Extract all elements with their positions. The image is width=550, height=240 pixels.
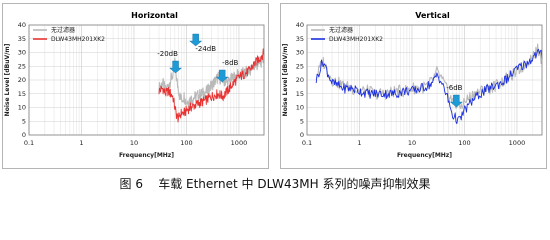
y-tick-label: 40 [18,21,26,29]
x-tick-label: 0.1 [302,139,312,147]
y-axis-label: Noise Level [dBuV/m] [4,43,11,116]
y-tick-label: 30 [18,49,26,57]
attenuation-annotation: -20dB [157,50,178,58]
y-axis-label: Noise Level [dBuV/m] [282,43,289,116]
x-tick-label: 0.1 [24,139,34,147]
x-tick-label: 1000 [231,139,248,147]
y-tick-label: 35 [296,35,304,43]
x-axis-label: Frequency[MHz] [397,152,452,159]
x-tick-label: 1000 [509,139,526,147]
y-tick-label: 0 [22,131,26,139]
down-arrow-icon [215,69,229,83]
y-tick-label: 25 [296,62,304,70]
y-tick-label: 20 [18,76,26,84]
legend-label: 无过滤器 [329,26,353,34]
x-tick-label: 10 [130,139,138,147]
chart-title: Vertical [415,11,450,20]
y-tick-label: 5 [300,117,304,125]
x-tick-label: 10 [408,139,416,147]
down-arrow-icon [169,60,183,74]
legend-label: DLW43MH201XK2 [51,36,105,43]
attenuation-annotation: -24dB [195,45,216,53]
legend-label: 无过滤器 [51,26,75,34]
down-arrow-icon [189,33,203,47]
y-tick-label: 25 [18,62,26,70]
x-tick-label: 100 [458,139,470,147]
chart-vertical: 0 5 10 15 20 25 30 35 40 0.1 1 10 100 1000 无过滤器 DLW43MH… [280,3,547,169]
down-arrow-icon [449,94,463,108]
y-tick-label: 15 [18,90,26,98]
y-tick-label: 5 [22,117,26,125]
x-tick-label: 100 [180,139,192,147]
series-line-filtered [315,48,543,125]
attenuation-annotation: -8dB [222,59,238,67]
plot-border [28,24,265,136]
y-tick-label: 10 [18,104,26,112]
chart-title: Horizontal [131,11,178,20]
legend-label: DLW43MH201XK2 [329,36,383,43]
attenuation-annotation: -6dB [446,84,462,92]
series-line-reference [315,43,543,110]
x-axis-label: Frequency[MHz] [119,152,174,159]
chart-horizontal-panel: 0 5 10 15 20 25 30 35 40 0.1 1 10 100 1000 无过滤器 DLW43MH… [2,3,269,169]
y-tick-label: 35 [18,35,26,43]
x-tick-label: 1 [357,139,361,147]
x-tick-label: 1 [79,139,83,147]
series-line-filtered [158,48,265,123]
y-tick-label: 20 [296,76,304,84]
figure-caption: 图 6 车载 Ethernet 中 DLW43MH 系列的噪声抑制效果 [119,177,431,191]
plot-border [306,24,543,136]
chart-vertical-panel: 0 5 10 15 20 25 30 35 40 0.1 1 10 100 1000 无过滤器 DLW43MH… [280,3,547,169]
y-tick-label: 0 [300,131,304,139]
y-tick-label: 40 [296,21,304,29]
chart-horizontal: 0 5 10 15 20 25 30 35 40 0.1 1 10 100 1000 无过滤器 DLW43MH… [2,3,269,169]
y-tick-label: 15 [296,90,304,98]
y-tick-label: 10 [296,104,304,112]
y-tick-label: 30 [296,49,304,57]
